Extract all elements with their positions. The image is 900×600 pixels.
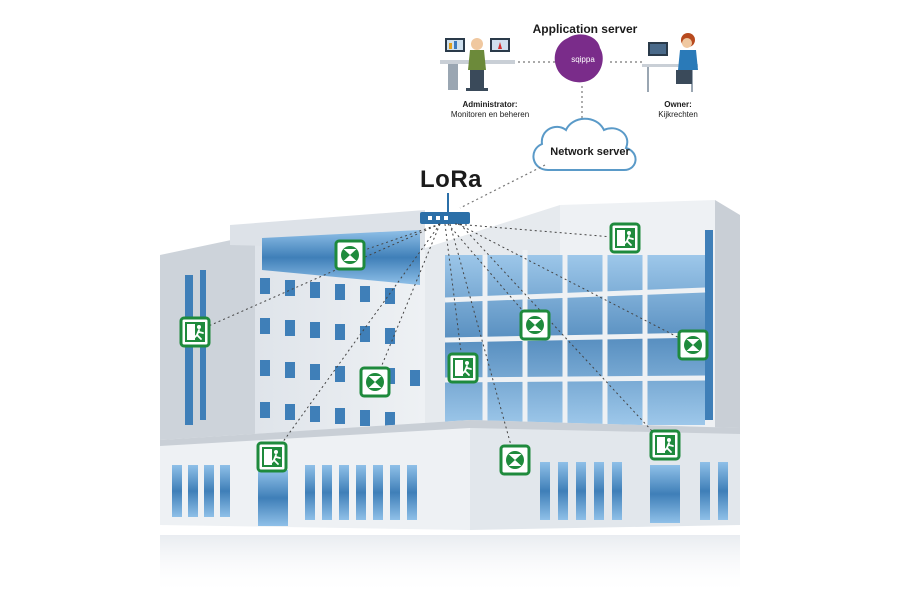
network-server-label: Network server xyxy=(550,146,630,158)
application-server-label: Application server xyxy=(532,22,638,36)
lora-gateway-icon xyxy=(420,193,470,224)
exit-sign-icon xyxy=(609,222,641,254)
cloud-icon xyxy=(532,117,637,171)
sqippa-logo-label: sqippa xyxy=(571,55,595,64)
administrator-title: Administrator: xyxy=(462,100,518,109)
owner-title: Owner: xyxy=(664,100,692,109)
emergency-light-icon xyxy=(334,239,366,271)
administrator-workstation-icon xyxy=(440,38,515,91)
sqippa-logo-icon xyxy=(554,34,603,83)
exit-sign-icon xyxy=(179,316,211,348)
emergency-light-icon xyxy=(359,366,391,398)
emergency-light-icon xyxy=(499,444,531,476)
administrator-subtitle: Monitoren en beheren xyxy=(450,110,530,119)
lora-logo-label: LoRa xyxy=(420,166,482,193)
exit-sign-icon xyxy=(649,429,681,461)
emergency-light-icon xyxy=(519,309,551,341)
exit-sign-icon xyxy=(447,352,479,384)
owner-subtitle: Kijkrechten xyxy=(658,110,698,119)
emergency-light-icon xyxy=(677,329,709,361)
exit-sign-icon xyxy=(256,441,288,473)
owner-workstation-icon xyxy=(642,33,698,92)
gateway-links xyxy=(194,223,694,461)
building xyxy=(160,200,740,595)
